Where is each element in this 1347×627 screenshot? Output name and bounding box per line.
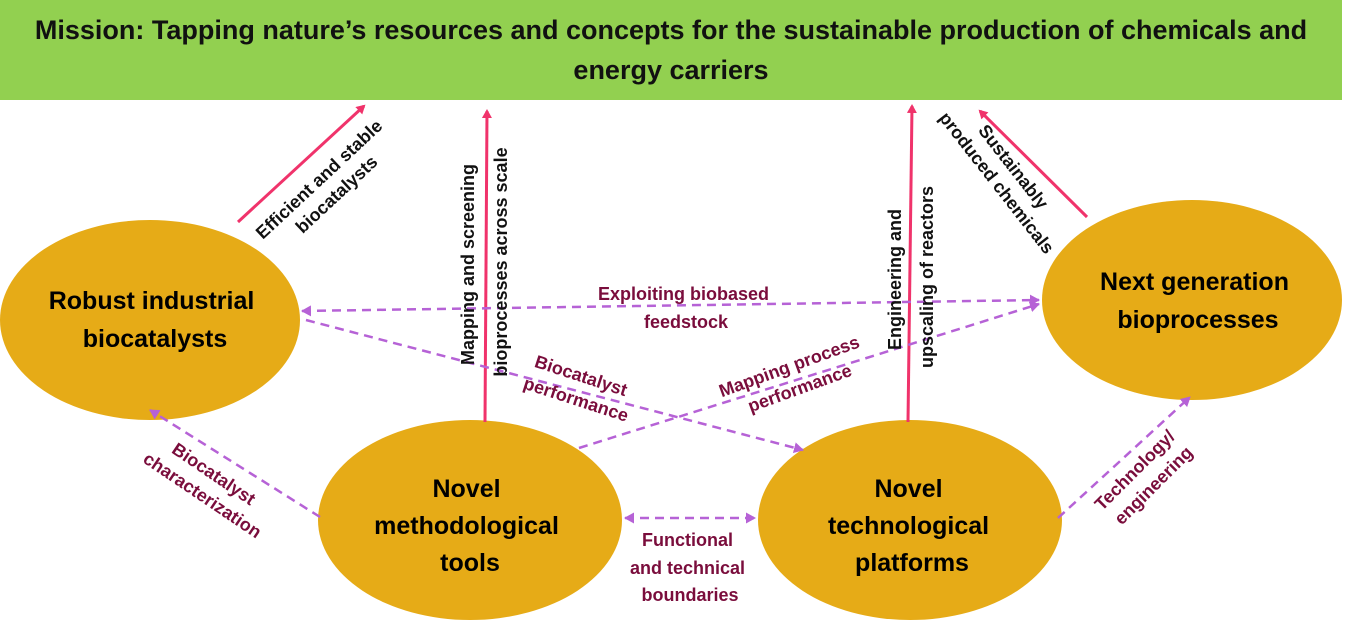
node-robust-label: Robust industrial biocatalysts: [49, 287, 262, 353]
arrow-engineering-upscaling: [906, 104, 917, 423]
arrow-mapping-screening: [481, 109, 492, 423]
node-methodological-label: Novel methodological tools: [374, 475, 566, 577]
arrow-sustainably-produced: [978, 109, 1089, 219]
label-sustainably-produced: Sustainably produced chemicals: [935, 94, 1076, 258]
label-mapping-process-performance: Mapping process performance: [716, 330, 875, 424]
mission-banner: Mission: Tapping nature’s resources and …: [0, 0, 1342, 100]
label-biocatalyst-performance: Biocatalyst performance: [521, 350, 638, 426]
label-technology-engineering: Technology/ engineering: [1091, 423, 1200, 532]
node-nextgen-label: Next generation bioprocesses: [1100, 268, 1296, 334]
node-robust-biocatalysts: [0, 220, 300, 420]
arrow-biocatalyst-characterization: [149, 408, 321, 519]
mission-title: Mission: Tapping nature’s resources and …: [34, 15, 1308, 85]
node-technological-platforms: [758, 420, 1062, 620]
arrow-efficient-stable: [236, 104, 366, 224]
arrow-biocatalyst-performance: [305, 318, 804, 454]
node-next-generation-bioprocesses: [1042, 200, 1342, 400]
label-functional-boundaries: Functional and technical boundaries: [630, 530, 750, 605]
label-engineering-upscaling: Engineering and upscaling of reactors: [885, 186, 937, 368]
label-mapping-screening: Mapping and screening bioprocesses acros…: [458, 147, 511, 376]
label-biocatalyst-characterization: Biocatalyst characterization: [140, 429, 279, 543]
node-technological-label: Novel technological platforms: [828, 475, 996, 577]
arrow-mapping-process-performance: [578, 301, 1040, 450]
node-methodological-tools: [318, 420, 622, 620]
arrow-exploiting-feedstock: [301, 294, 1040, 317]
label-exploiting-feedstock: Exploiting biobased feedstock: [598, 284, 774, 332]
